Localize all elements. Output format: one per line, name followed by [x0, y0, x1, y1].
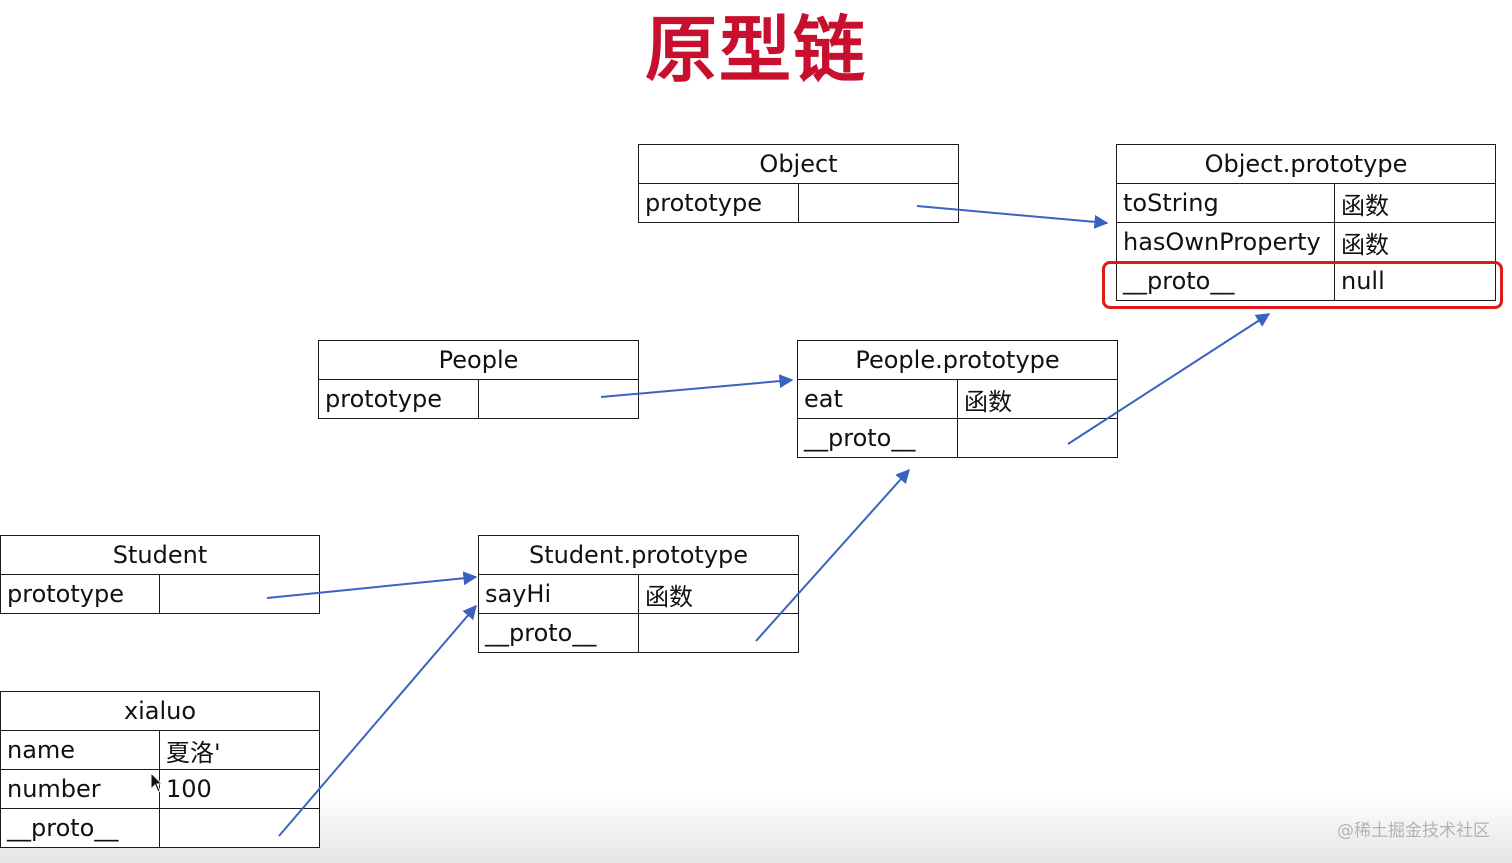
table-row: prototype	[638, 183, 960, 223]
row-key: __proto__	[0, 808, 160, 848]
table-header: Student.prototype	[477, 535, 800, 575]
table-row: hasOwnProperty 函数	[1116, 222, 1497, 262]
table-row: __proto__ null	[1116, 261, 1497, 301]
slide-title: 原型链	[644, 8, 867, 92]
table-people: People prototype	[317, 340, 640, 419]
row-key: prototype	[0, 574, 160, 614]
row-key: prototype	[318, 379, 479, 419]
table-row: __proto__	[797, 418, 1119, 458]
row-value: 函数	[956, 379, 1119, 419]
row-value: 夏洛'	[158, 730, 321, 770]
row-key: __proto__	[1116, 261, 1335, 301]
table-row: prototype	[318, 379, 640, 419]
row-value	[637, 613, 800, 653]
table-student: Student prototype	[0, 535, 321, 614]
row-key: toString	[1116, 183, 1335, 223]
row-value	[797, 183, 960, 223]
row-key: __proto__	[478, 613, 639, 653]
table-object-prototype: Object.prototype toString 函数 hasOwnPrope…	[1115, 144, 1497, 301]
table-row: name 夏洛'	[0, 730, 321, 770]
row-value: null	[1333, 261, 1497, 301]
table-row: eat 函数	[797, 379, 1119, 419]
table-row: toString 函数	[1116, 183, 1497, 223]
table-header: Object.prototype	[1115, 144, 1497, 184]
table-header: People	[317, 340, 640, 380]
table-header: xialuo	[0, 691, 321, 731]
table-row: __proto__	[0, 808, 321, 848]
table-student-prototype: Student.prototype sayHi 函数 __proto__	[477, 535, 800, 653]
table-header: People.prototype	[796, 340, 1119, 380]
row-key: eat	[797, 379, 958, 419]
row-value	[477, 379, 640, 419]
table-header: Object	[637, 144, 960, 184]
table-header: Student	[0, 535, 321, 575]
row-key: hasOwnProperty	[1116, 222, 1335, 262]
row-value	[158, 808, 321, 848]
row-value: 函数	[637, 574, 800, 614]
table-object: Object prototype	[637, 144, 960, 223]
row-key: __proto__	[797, 418, 958, 458]
null-highlight-box	[1102, 261, 1503, 309]
watermark: @稀土掘金技术社区	[1337, 821, 1490, 841]
row-key: sayHi	[478, 574, 639, 614]
table-row: __proto__	[478, 613, 800, 653]
row-value	[956, 418, 1119, 458]
row-value	[158, 574, 321, 614]
table-xialuo: xialuo name 夏洛' number 100 __proto__	[0, 691, 321, 848]
row-key: number	[0, 769, 160, 809]
row-key: name	[0, 730, 160, 770]
row-value: 100	[158, 769, 321, 809]
row-value: 函数	[1333, 183, 1497, 223]
mouse-cursor-icon	[150, 772, 164, 793]
table-row: sayHi 函数	[478, 574, 800, 614]
table-people-prototype: People.prototype eat 函数 __proto__	[796, 340, 1119, 458]
table-row: prototype	[0, 574, 321, 614]
row-key: prototype	[638, 183, 799, 223]
row-value: 函数	[1333, 222, 1497, 262]
